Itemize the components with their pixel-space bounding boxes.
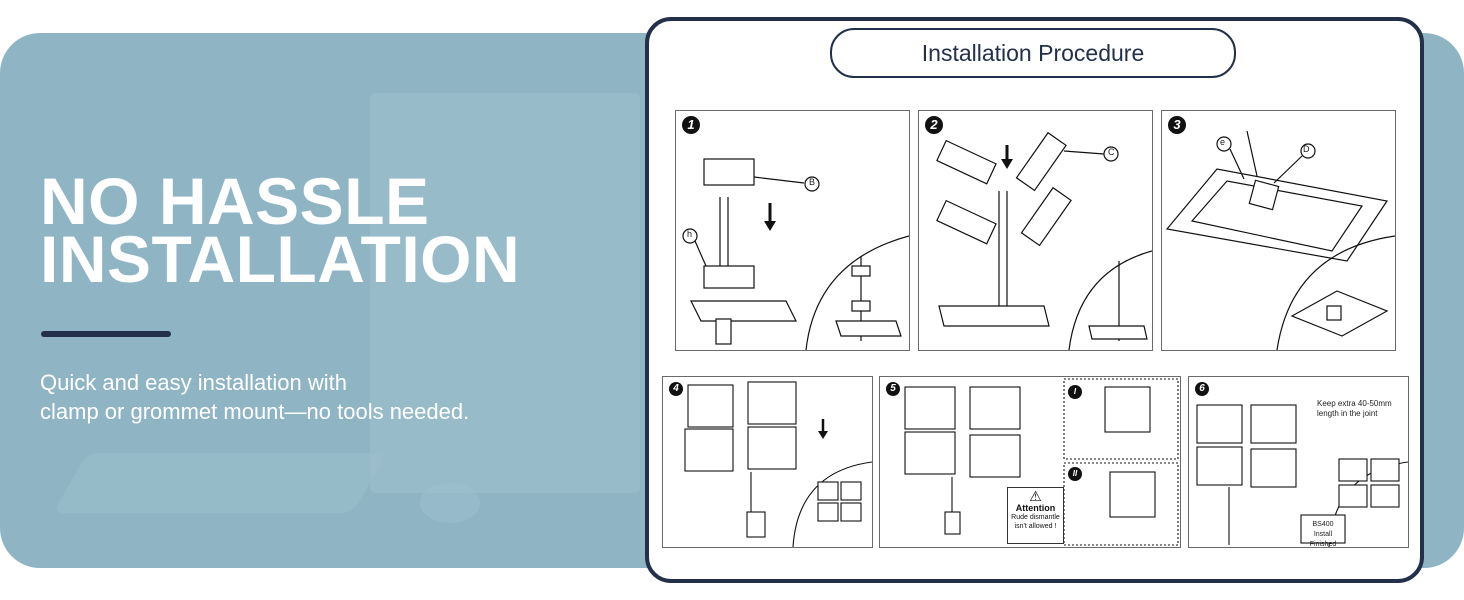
step-5-substep-1: I [1068,385,1082,399]
step-3-label-e: e [1220,137,1226,147]
step-1-label-b: B [809,177,816,187]
headline-line-1: NO HASSLE [40,164,430,238]
step-3-number: 3 [1168,116,1186,134]
step-6-note-line-2: length in the joint [1317,409,1378,418]
background-keyboard [52,453,388,513]
step-3-label-d: D [1303,144,1310,154]
step-1: 1 B h [675,110,910,351]
step-1-number: 1 [682,116,700,134]
step-6-finish: BS400 Install Finished [1303,520,1343,548]
step-4-number: 4 [669,382,683,396]
step-3-illustration [1165,130,1395,350]
step-6: 6 Keep extra 40-50mm length in the joint… [1188,376,1409,548]
subtext-line-1: Quick and easy installation with [40,370,347,395]
headline-line-2: INSTALLATION [40,222,521,296]
background-mouse [420,483,480,523]
attention-line-1: Rude dismantle [1011,514,1060,521]
step-6-note-line-1: Keep extra 40-50mm [1317,399,1392,408]
attention-title: Attention [1015,503,1056,513]
step-5-illustration [904,378,1179,546]
step-3: 3 e D [1161,110,1396,351]
attention-line-2: isn't allowed ! [1014,523,1057,530]
step-6-number: 6 [1195,382,1209,396]
headline-divider [41,331,171,337]
step-5-substep-2: II [1068,467,1082,481]
procedure-title: Installation Procedure [830,28,1236,78]
step-5: 5 I II ⚠ Attention Rude dismantle isn't … [879,376,1181,548]
step-2-illustration [936,131,1152,350]
step-6-finish-line-1: BS400 [1312,521,1334,528]
step-6-illustration [1196,404,1408,547]
step-2-label-c: C [1108,147,1115,157]
headline: NO HASSLE INSTALLATION [40,164,630,296]
step-4: 4 [662,376,873,548]
subtext: Quick and easy installation with clamp o… [40,368,620,426]
background-monitor [370,93,640,493]
step-5-number: 5 [886,382,900,396]
attention-notice: ⚠ Attention Rude dismantle isn't allowed… [1007,487,1064,544]
step-1-illustration [682,158,909,350]
warning-icon: ⚠ [1029,488,1042,504]
step-2: 2 C [918,110,1153,351]
step-6-note: Keep extra 40-50mm length in the joint [1317,399,1392,419]
subtext-line-2: clamp or grommet mount—no tools needed. [40,399,470,424]
step-2-number: 2 [925,116,943,134]
step-1-label-h: h [687,229,693,239]
step-6-finish-line-2: Install Finished [1309,531,1337,548]
step-4-illustration [684,381,872,547]
